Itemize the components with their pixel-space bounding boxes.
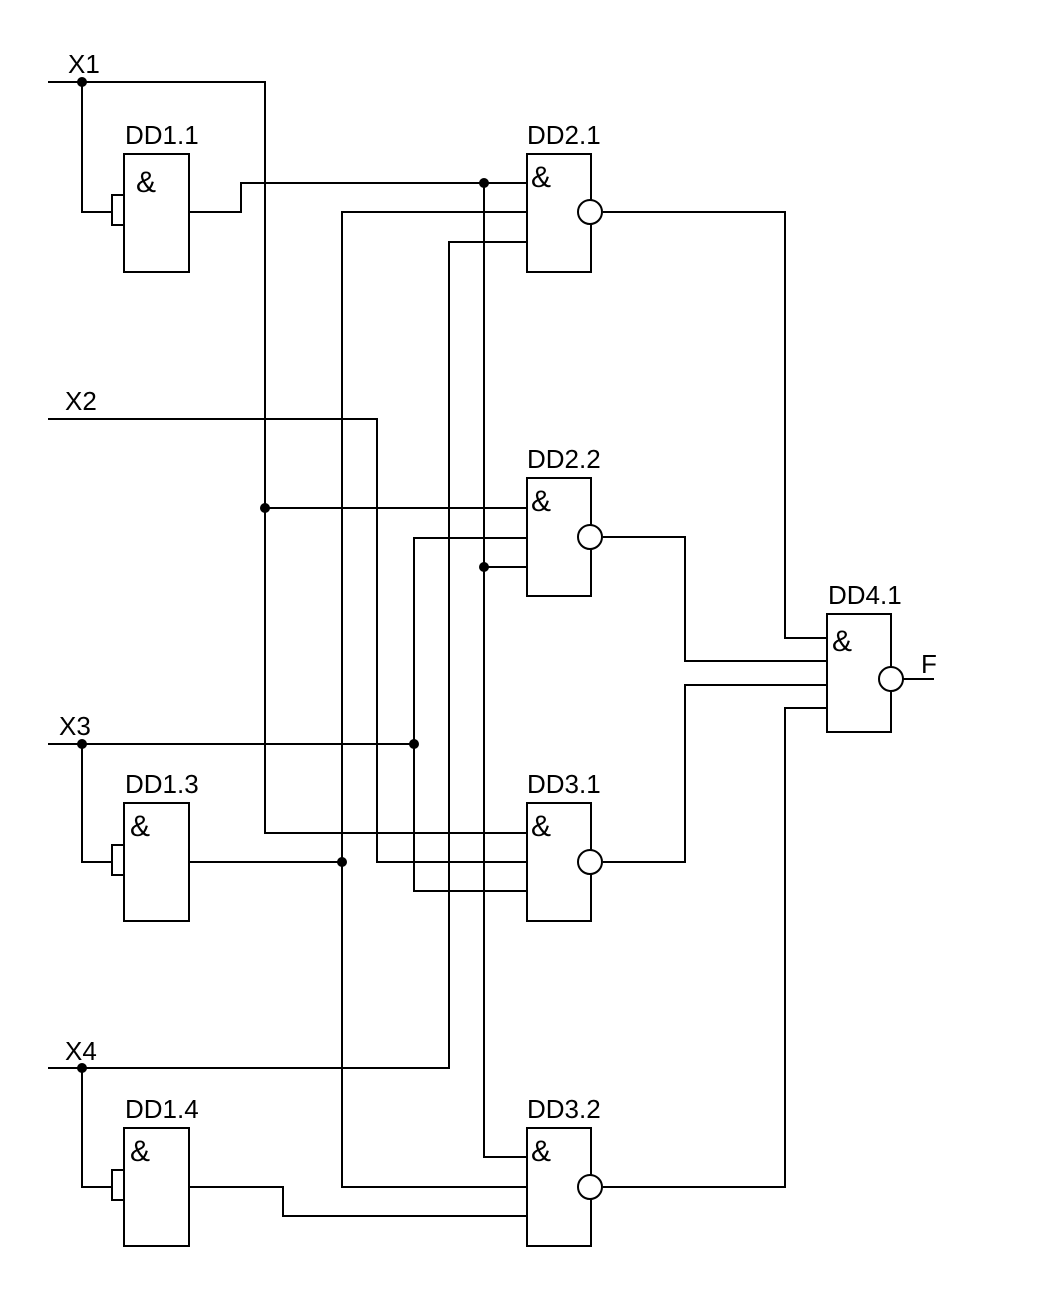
wire-x3-to-dd1-3 xyxy=(81,744,112,863)
and-symbol: & xyxy=(531,1135,551,1168)
inverted-input-marker xyxy=(111,194,125,226)
and-symbol: & xyxy=(130,810,150,843)
wire-dd3-2-out xyxy=(603,707,827,1188)
gate-label: DD1.3 xyxy=(125,769,199,799)
and-symbol: & xyxy=(531,161,551,194)
gate-label: DD1.1 xyxy=(125,120,199,150)
input-label-x4: X4 xyxy=(65,1036,97,1066)
wire-dd2-2-out xyxy=(603,536,827,662)
wire-dd1-4-out xyxy=(189,1186,527,1217)
junctions xyxy=(77,77,489,1073)
wires xyxy=(48,81,934,1217)
gate-dd3-2: DD3.2 & xyxy=(526,1094,603,1247)
gate-body xyxy=(526,477,592,597)
gate-label: DD2.2 xyxy=(527,444,601,474)
junction-dot xyxy=(479,562,489,572)
gate-dd3-1: DD3.1 & xyxy=(526,769,603,922)
gate-label: DD3.2 xyxy=(527,1094,601,1124)
wire-x1-to-dd1-1 xyxy=(81,82,112,213)
inverted-input-marker xyxy=(111,1169,125,1201)
inversion-bubble xyxy=(577,199,603,225)
inversion-bubble xyxy=(577,524,603,550)
wire-x4 xyxy=(48,241,527,1069)
and-symbol: & xyxy=(130,1135,150,1168)
input-label-x1: X1 xyxy=(68,49,100,79)
inverted-input-marker xyxy=(111,844,125,876)
gate-dd2-2: DD2.2 & xyxy=(526,444,603,597)
wire-dd1-3-branch xyxy=(341,211,527,1188)
and-symbol: & xyxy=(531,485,551,518)
gate-body xyxy=(123,153,190,273)
gate-label: DD3.1 xyxy=(527,769,601,799)
and-symbol: & xyxy=(531,810,551,843)
and-symbol: & xyxy=(136,166,156,199)
wire-dd1-1-branch xyxy=(483,183,527,1158)
and-symbol: & xyxy=(832,625,852,658)
inversion-bubble xyxy=(878,666,904,692)
wire-x2 xyxy=(48,418,527,863)
input-label-x3: X3 xyxy=(59,711,91,741)
inversion-bubble xyxy=(577,849,603,875)
input-label-x2: X2 xyxy=(65,386,97,416)
gate-dd1-4: DD1.4 & xyxy=(111,1094,199,1247)
gate-label: DD2.1 xyxy=(527,120,601,150)
wire-dd2-1-out xyxy=(603,211,827,639)
gate-label: DD1.4 xyxy=(125,1094,199,1124)
output-label-f: F xyxy=(921,649,937,679)
wire-dd1-1-out xyxy=(189,182,527,213)
gate-label: DD4.1 xyxy=(828,580,902,610)
gate-dd2-1: DD2.1 & xyxy=(526,120,603,273)
junction-dot xyxy=(77,739,87,749)
inversion-bubble xyxy=(577,1174,603,1200)
junction-dot xyxy=(479,178,489,188)
wire-x3-vertical xyxy=(413,537,527,892)
junction-dot xyxy=(337,857,347,867)
wire-x4-to-dd1-4 xyxy=(81,1068,112,1188)
wire-dd3-1-out xyxy=(603,684,827,863)
gate-dd4-1: DD4.1 & xyxy=(826,580,904,733)
gate-dd1-1: DD1.1 & xyxy=(111,120,199,273)
junction-dot xyxy=(77,77,87,87)
wire-x1 xyxy=(48,81,527,834)
gate-dd1-3: DD1.3 & xyxy=(111,769,199,922)
junction-dot xyxy=(409,739,419,749)
junction-dot xyxy=(77,1063,87,1073)
junction-dot xyxy=(260,503,270,513)
